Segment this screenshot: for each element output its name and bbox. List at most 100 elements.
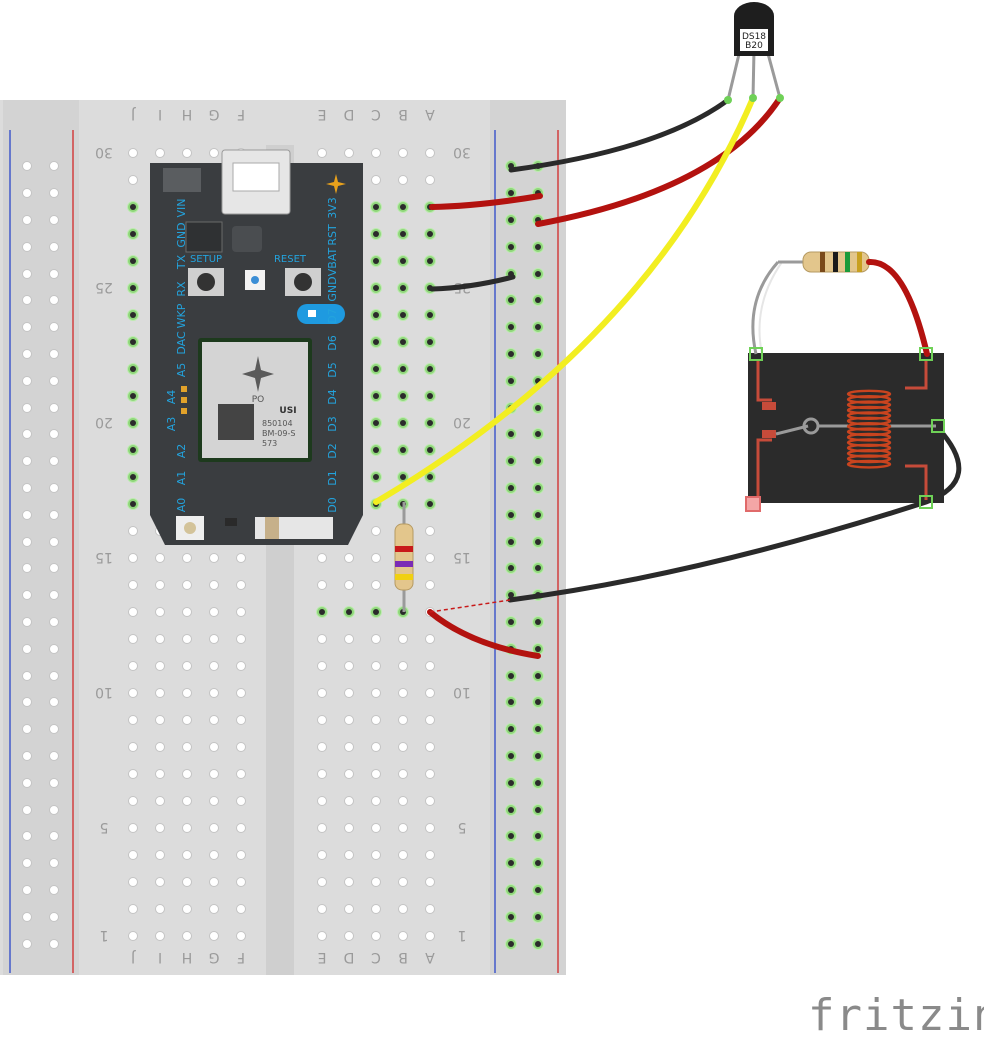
pin-label-d3: D3 (326, 416, 339, 431)
breadboard-hole (128, 607, 138, 617)
breadboard-hole-pin (508, 351, 514, 357)
pin-label-a5: A5 (175, 363, 188, 378)
breadboard-hole-pin (373, 231, 379, 237)
sensor-label-line-1: DS18 (742, 32, 766, 42)
pin-label-rx: RX (175, 281, 188, 297)
breadboard-hole (398, 688, 408, 698)
breadboard-hole (155, 553, 165, 563)
breadboard-hole (155, 715, 165, 725)
breadboard-hole (22, 215, 32, 225)
breadboard-hole (209, 607, 219, 617)
breadboard-hole-pin (508, 458, 514, 464)
breadboard-hole (425, 526, 435, 536)
breadboard-hole (209, 148, 219, 158)
breadboard-hole (22, 858, 32, 868)
breadboard-hole-pin (508, 941, 514, 947)
breadboard-hole (344, 148, 354, 158)
breadboard-hole (398, 796, 408, 806)
breadboard-hole-pin (508, 833, 514, 839)
breadboard-hole-pin (535, 914, 541, 920)
breadboard-hole (236, 580, 246, 590)
breadboard-hole (128, 634, 138, 644)
breadboard-hole (398, 931, 408, 941)
breadboard-row-label: 5 (100, 819, 109, 835)
breadboard-hole-pin (508, 190, 514, 196)
module-text-line-2: BM-09-S (262, 429, 295, 438)
breadboard-hole-pin (427, 366, 433, 372)
breadboard-hole-pin (427, 258, 433, 264)
breadboard-hole-pin (535, 619, 541, 625)
breadboard-hole-pin (400, 447, 406, 453)
breadboard-hole (425, 877, 435, 887)
breadboard-hole (22, 617, 32, 627)
breadboard-hole (317, 661, 327, 671)
breadboard-row-label: 30 (95, 144, 113, 160)
breadboard-hole (425, 769, 435, 779)
breadboard-hole-pin (508, 914, 514, 920)
breadboard-hole-pin (373, 447, 379, 453)
breadboard-row-label: 5 (458, 819, 467, 835)
module-star-icon (242, 356, 274, 392)
breadboard-hole (128, 850, 138, 860)
breadboard-hole (398, 904, 408, 914)
breadboard-hole (22, 697, 32, 707)
breadboard-hole-pin (508, 324, 514, 330)
breadboard-hole-pin (508, 726, 514, 732)
pin-label-d4: D4 (326, 389, 339, 404)
breadboard-hole-pin (508, 378, 514, 384)
wire-black-sensor-gnd (508, 97, 731, 173)
breadboard-hole (22, 242, 32, 252)
setup-button-label: SETUP (190, 254, 222, 265)
breadboard-hole-pin (130, 447, 136, 453)
wire-red-relay-power (427, 609, 541, 659)
breadboard-hole-pin (373, 312, 379, 318)
breadboard-hole-pin (427, 474, 433, 480)
breadboard-hole (317, 823, 327, 833)
relay (745, 251, 945, 512)
breadboard-hole (371, 850, 381, 860)
breadboard-hole (128, 904, 138, 914)
breadboard-hole (236, 661, 246, 671)
breadboard-hole (317, 634, 327, 644)
breadboard-hole (22, 805, 32, 815)
breadboard-hole (128, 823, 138, 833)
breadboard-hole (398, 769, 408, 779)
breadboard-hole (155, 796, 165, 806)
breadboard-hole (155, 769, 165, 779)
wire-black-gnd (429, 274, 516, 292)
breadboard-hole (425, 175, 435, 185)
breadboard-hole (317, 742, 327, 752)
breadboard-hole-pin (130, 258, 136, 264)
breadboard-hole-pin (373, 609, 379, 615)
breadboard-hole-pin (130, 285, 136, 291)
module-text-line-1: 850104 (262, 419, 293, 428)
breadboard-hole (236, 796, 246, 806)
breadboard-column-label: D (344, 106, 355, 122)
breadboard-hole (22, 885, 32, 895)
breadboard-hole-pin (535, 244, 541, 250)
breadboard-hole (128, 931, 138, 941)
photon-left-pin-labels: VIN GND TX RX WKP DAC A5 A4 A3 A2 A1 A0 (165, 199, 188, 513)
breadboard-hole-pin (373, 420, 379, 426)
breadboard-hole (22, 403, 32, 413)
breadboard-hole (398, 877, 408, 887)
breadboard-hole (317, 715, 327, 725)
breadboard-hole (22, 269, 32, 279)
breadboard-hole-pin (427, 231, 433, 237)
breadboard-hole (22, 537, 32, 547)
breadboard-hole (182, 904, 192, 914)
breadboard-row-label: 10 (95, 684, 113, 700)
breadboard-column-label: H (182, 106, 193, 122)
breadboard-hole (209, 904, 219, 914)
breadboard-hole (128, 715, 138, 725)
breadboard-hole (22, 483, 32, 493)
pin-label-dac: DAC (175, 331, 188, 355)
breadboard-hole (236, 877, 246, 887)
breadboard-hole (22, 429, 32, 439)
breadboard-hole (398, 715, 408, 725)
breadboard-hole (49, 161, 59, 171)
breadboard-hole (209, 634, 219, 644)
breadboard-hole (155, 634, 165, 644)
breadboard-hole (425, 688, 435, 698)
